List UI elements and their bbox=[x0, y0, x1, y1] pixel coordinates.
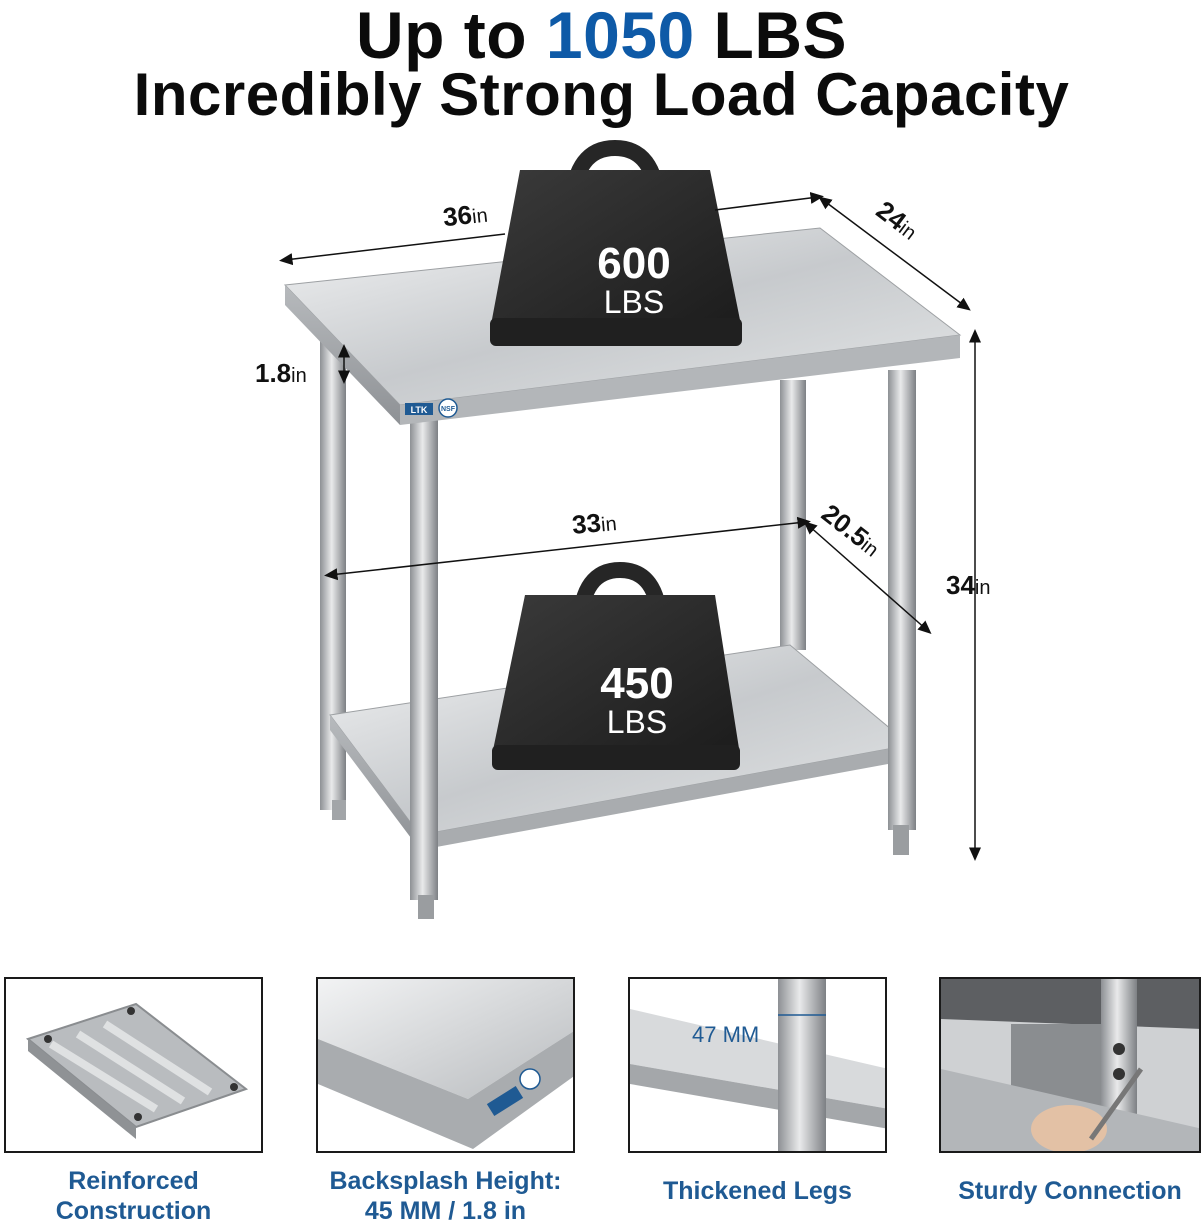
leg-icon bbox=[630, 979, 885, 1151]
front-left-leg bbox=[410, 420, 438, 900]
headline-prefix: Up to bbox=[355, 0, 546, 72]
work-table-illustration: LTK NSF 600 LBS 450 LBS bbox=[279, 139, 981, 919]
backsplash-icon bbox=[318, 979, 573, 1149]
reinforced-frame-icon bbox=[25, 1002, 249, 1139]
arrow-top-depth bbox=[818, 196, 971, 311]
panel-thickened-legs: 47 MM bbox=[628, 977, 887, 1153]
dim-shelf-width: 33in bbox=[570, 507, 618, 540]
weight-bottom-value: 450 bbox=[600, 659, 673, 708]
headline-line-2: Incredibly Strong Load Capacity bbox=[133, 61, 1070, 128]
weight-top-value: 600 bbox=[597, 239, 670, 288]
caption-reinforced: Reinforced Construction bbox=[55, 1167, 212, 1225]
connection-icon bbox=[941, 979, 1199, 1151]
headline-suffix: LBS bbox=[694, 0, 848, 72]
panel-backsplash bbox=[316, 977, 575, 1153]
leg-diameter-annotation: 47 MM bbox=[692, 1022, 760, 1047]
panel-reinforced-construction bbox=[4, 977, 263, 1153]
dim-top-width: 36in bbox=[441, 199, 489, 233]
arrow-top-width-left bbox=[279, 233, 506, 266]
nsf-badge-text: NSF bbox=[441, 406, 456, 413]
headline-line-1: Up to 1050 LBS bbox=[0, 0, 1203, 70]
brand-logo-text: LTK bbox=[411, 405, 428, 415]
back-right-leg bbox=[780, 380, 806, 650]
weight-top-unit: LBS bbox=[604, 284, 664, 320]
weight-600-icon: 600 LBS bbox=[490, 139, 742, 346]
caption-backsplash: Backsplash Height: 45 MM / 1.8 in bbox=[329, 1167, 562, 1225]
headline-accent-number: 1050 bbox=[545, 0, 695, 72]
brand-logo bbox=[405, 403, 433, 415]
caption-sturdy-connection: Sturdy Connection bbox=[958, 1177, 1182, 1205]
arrow-shelf-width bbox=[324, 516, 811, 581]
caption-thickened-legs: Thickened Legs bbox=[663, 1177, 852, 1205]
weight-450-icon: 450 LBS bbox=[492, 561, 740, 770]
arrow-shelf-depth bbox=[803, 521, 932, 634]
dim-backsplash: 1.8in bbox=[255, 358, 307, 388]
dim-height: 34in bbox=[946, 570, 991, 600]
nsf-badge bbox=[438, 398, 458, 418]
arrow-top-width-right bbox=[714, 191, 824, 211]
weight-bottom-unit: LBS bbox=[607, 704, 667, 740]
panel-sturdy-connection bbox=[939, 977, 1201, 1153]
